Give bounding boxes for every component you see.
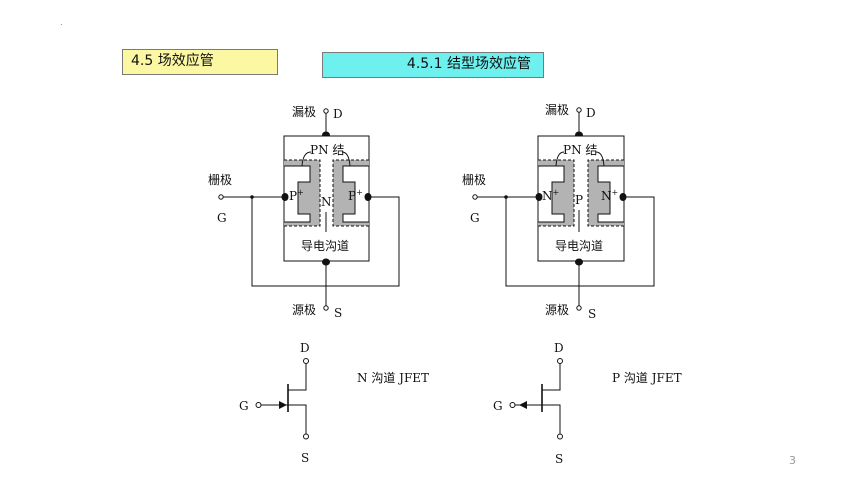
p-symbol-gate-label: G bbox=[493, 399, 503, 413]
n-jfet-caption: N 沟道 JFET bbox=[357, 371, 429, 385]
p-jfet-symbol: D G S P 沟道 JFET bbox=[493, 341, 682, 466]
p-conducting-channel-label: 导电沟道 bbox=[555, 239, 603, 253]
p-drain-cn-label: 漏极 bbox=[545, 103, 569, 117]
n-source-cn-label: 源极 bbox=[292, 303, 316, 317]
p-junction-label: PN 结 bbox=[563, 143, 597, 157]
p-left-n-region: N+ bbox=[542, 188, 559, 203]
n-gate-arrow-icon bbox=[279, 401, 287, 409]
n-channel-type: N bbox=[321, 195, 332, 209]
p-channel-structure: 漏极 D N+ N+ P PN 结 导电沟道 栅极 G 源极 S bbox=[462, 103, 655, 321]
n-right-p-region: P+ bbox=[348, 188, 363, 203]
n-source-label: S bbox=[334, 306, 342, 320]
n-jfet-symbol: D G S N 沟道 JFET bbox=[239, 341, 429, 465]
p-drain-terminal bbox=[576, 107, 582, 113]
p-gate-terminal bbox=[472, 194, 478, 200]
n-drain-terminal bbox=[323, 108, 329, 114]
section-title: 4.5 场效应管 bbox=[122, 49, 278, 75]
p-gate-arrow-icon bbox=[519, 401, 527, 409]
p-channel-type: P bbox=[575, 193, 583, 207]
p-jfet-caption: P 沟道 JFET bbox=[612, 371, 682, 385]
page-number: 3 bbox=[789, 454, 796, 467]
p-source-label: S bbox=[588, 307, 596, 321]
n-drain-cn-label: 漏极 bbox=[292, 105, 316, 119]
p-drain-label: D bbox=[586, 106, 596, 120]
n-conducting-channel-label: 导电沟道 bbox=[301, 239, 349, 253]
p-source-cn-label: 源极 bbox=[545, 303, 569, 317]
p-source-terminal bbox=[576, 305, 582, 311]
p-gate-cn-label: 栅极 bbox=[462, 172, 486, 187]
subsection-title: 4.5.1 结型场效应管 bbox=[322, 52, 544, 78]
n-source-terminal bbox=[323, 305, 329, 311]
n-gate-cn-label: 栅极 bbox=[208, 172, 232, 187]
n-channel-structure: 漏极 D P+ P+ N PN 结 导电沟道 栅极 G 源极 S bbox=[208, 105, 400, 320]
n-gate-label: G bbox=[217, 211, 227, 225]
n-symbol-drain-label: D bbox=[300, 341, 310, 355]
n-junction-label: PN 结 bbox=[310, 143, 344, 157]
p-symbol-source-label: S bbox=[555, 452, 563, 466]
p-right-n-region: N+ bbox=[601, 188, 618, 203]
n-gate-terminal bbox=[218, 194, 224, 200]
p-symbol-drain-label: D bbox=[554, 341, 564, 355]
n-symbol-gate-label: G bbox=[239, 399, 249, 413]
n-left-p-region: P+ bbox=[289, 188, 304, 203]
n-drain-label: D bbox=[333, 107, 343, 121]
n-symbol-source-label: S bbox=[301, 451, 309, 465]
p-gate-label: G bbox=[470, 211, 480, 225]
corner-dot: . bbox=[60, 18, 63, 27]
